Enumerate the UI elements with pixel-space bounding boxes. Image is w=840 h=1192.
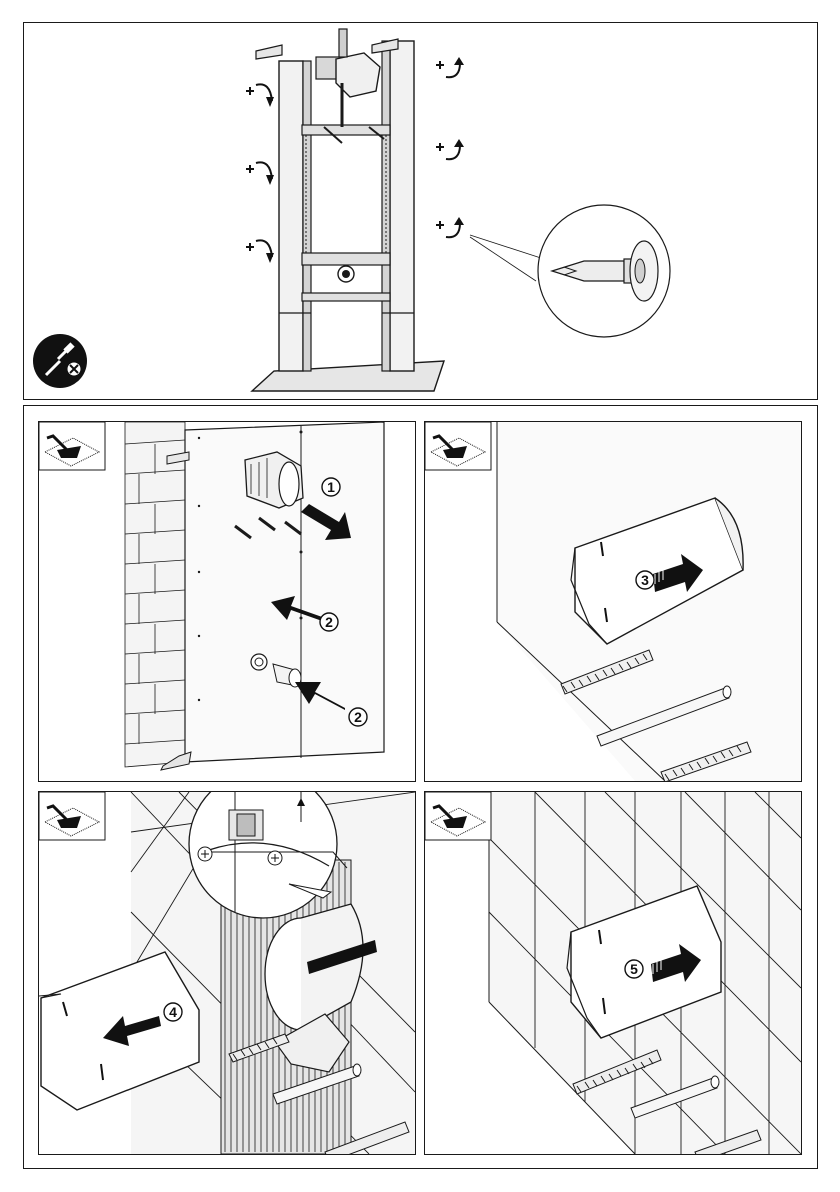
trowel-plaster-icon <box>39 422 105 470</box>
step-frame-cover-on-tiles: 5 <box>424 791 802 1155</box>
screw-detail-magnifier <box>538 205 670 337</box>
no-screwdriver-icon <box>33 334 87 388</box>
screw-unscrew-icon <box>246 84 274 107</box>
trowel-plaster-icon <box>425 422 491 470</box>
step-frame-remove-protection: 1 2 2 <box>38 421 416 782</box>
step-number: 3 <box>641 572 649 588</box>
screw-unscrew-icon <box>246 162 274 185</box>
step-badge-5: 5 <box>625 960 643 978</box>
step-badge-1: 1 <box>322 478 340 496</box>
frame-assembly-illustration <box>24 23 817 399</box>
trowel-plaster-icon <box>425 792 491 840</box>
step-1-2-illustration: 1 2 2 <box>39 422 415 781</box>
screw-screw-in-icon <box>436 57 464 77</box>
step-badge-3: 3 <box>636 571 654 589</box>
frame-assembly-panel <box>23 22 818 400</box>
step-badge-2: 2 <box>320 613 338 631</box>
screw-unscrew-icon <box>246 240 274 263</box>
step-number: 2 <box>354 709 362 725</box>
step-number: 2 <box>325 614 333 630</box>
step-badge-4: 4 <box>164 1003 182 1021</box>
step-frame-cover-mounting: 3 <box>424 421 802 782</box>
mounting-steps-panel: 1 2 2 <box>23 405 818 1169</box>
step-number: 5 <box>630 961 638 977</box>
screw-screw-in-icon <box>436 217 464 237</box>
screw-screw-in-icon <box>436 139 464 159</box>
step-4-illustration: 4 <box>39 792 415 1154</box>
step-badge-2: 2 <box>349 708 367 726</box>
trowel-plaster-icon <box>39 792 105 840</box>
step-5-illustration: 5 <box>425 792 801 1154</box>
step-frame-cover-removal-tiled: 4 <box>38 791 416 1155</box>
step-3-illustration: 3 <box>425 422 801 781</box>
step-number: 4 <box>169 1004 177 1020</box>
step-number: 1 <box>327 479 335 495</box>
